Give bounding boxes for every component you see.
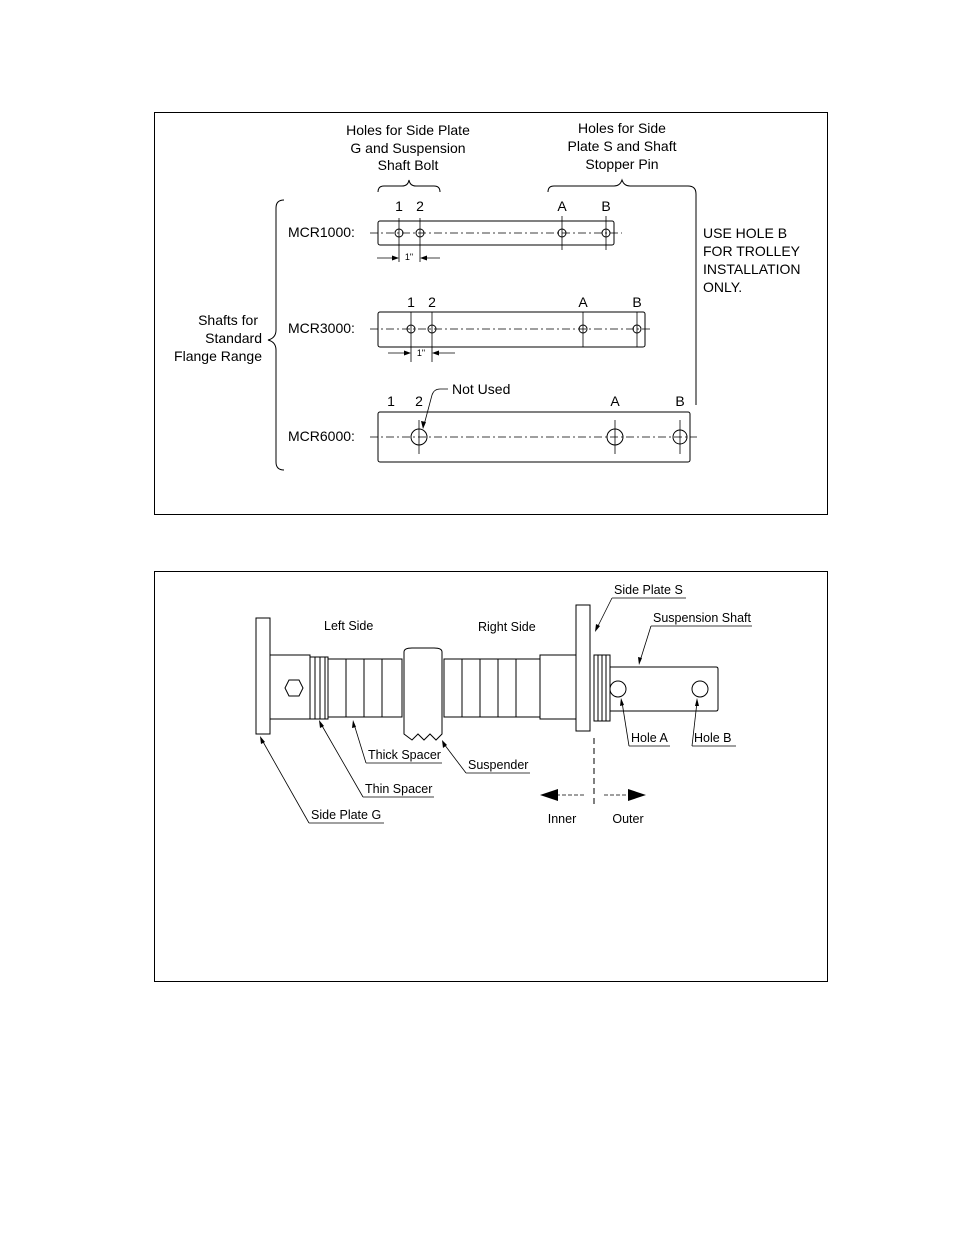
group-label-line2: Standard [205, 330, 262, 346]
hole-a-shape [609, 680, 627, 698]
side-plate-s-shape [575, 604, 591, 732]
suspender-shape [403, 647, 443, 741]
note-line1: USE HOLE B [703, 225, 787, 241]
holes-s-label-line2: Plate S and Shaft [568, 138, 677, 154]
group-label-line3: Flange Range [174, 348, 262, 364]
shaft-mcr1000: MCR1000: 1 2 A B 1" [288, 198, 622, 262]
holes-s-label-line3: Stopper Pin [585, 156, 658, 172]
hole-b-shape [691, 680, 709, 698]
holes-g-label-line1: Holes for Side Plate [346, 122, 470, 138]
hole-2-label: 2 [415, 393, 423, 409]
hole-1-label: 1 [395, 198, 403, 214]
group-label-line1: Shafts for [198, 312, 258, 328]
hole-2-label: 2 [428, 294, 436, 310]
outer-label: Outer [612, 812, 643, 826]
shaft-name: MCR3000: [288, 320, 355, 336]
group-brace [267, 199, 285, 471]
hole-2-label: 2 [416, 198, 424, 214]
hole-b-label: B [675, 393, 684, 409]
inner-label: Inner [548, 812, 577, 826]
shaft-name: MCR1000: [288, 224, 355, 240]
right-side-label: Right Side [478, 620, 536, 634]
assembly-panel [154, 571, 828, 982]
holes-g-label-line3: Shaft Bolt [378, 157, 439, 173]
dimension-label: 1" [405, 252, 413, 262]
note-line4: ONLY. [703, 279, 742, 295]
hole-a-label: A [610, 393, 620, 409]
holes-s-label-line1: Holes for Side [578, 120, 666, 136]
hex-bolt-icon [284, 679, 304, 697]
hole-1-label: 1 [387, 393, 395, 409]
inner-arrow-icon [540, 789, 558, 801]
thick-spacer-label: Thick Spacer [368, 748, 441, 762]
shaft-name: MCR6000: [288, 428, 355, 444]
thin-spacer-label: Thin Spacer [365, 782, 432, 796]
holes-g-label-line2: G and Suspension [350, 140, 465, 156]
side-plate-s-label: Side Plate S [614, 583, 683, 597]
holes-s-brace [547, 178, 697, 405]
hole-a-label: Hole A [631, 731, 668, 745]
hole-b-label: B [601, 198, 610, 214]
not-used-label: Not Used [452, 381, 510, 397]
suspension-assembly: Left Side Right Side Side Plate S Suspen… [255, 583, 752, 826]
hole-a-label: A [557, 198, 567, 214]
shaft-mcr6000: MCR6000: 1 2 A B Not Used [288, 381, 697, 463]
hole-a-label: A [578, 294, 588, 310]
note-line3: INSTALLATION [703, 261, 801, 277]
hole-b-label: Hole B [694, 731, 732, 745]
shaft-body [377, 311, 646, 348]
outer-arrow-icon [628, 789, 646, 801]
suspender-label: Suspender [468, 758, 528, 772]
suspension-shaft-label: Suspension Shaft [653, 611, 752, 625]
holes-g-brace [377, 179, 441, 193]
note-line2: FOR TROLLEY [703, 243, 801, 259]
suspension-shaft-shape [609, 666, 719, 712]
hole-b-label: B [632, 294, 641, 310]
dimension-label: 1" [417, 348, 425, 358]
hole-1-label: 1 [407, 294, 415, 310]
shaft-mcr3000: MCR3000: 1 2 A B 1" [288, 294, 653, 362]
left-side-label: Left Side [324, 619, 373, 633]
side-plate-g-label: Side Plate G [311, 808, 381, 822]
